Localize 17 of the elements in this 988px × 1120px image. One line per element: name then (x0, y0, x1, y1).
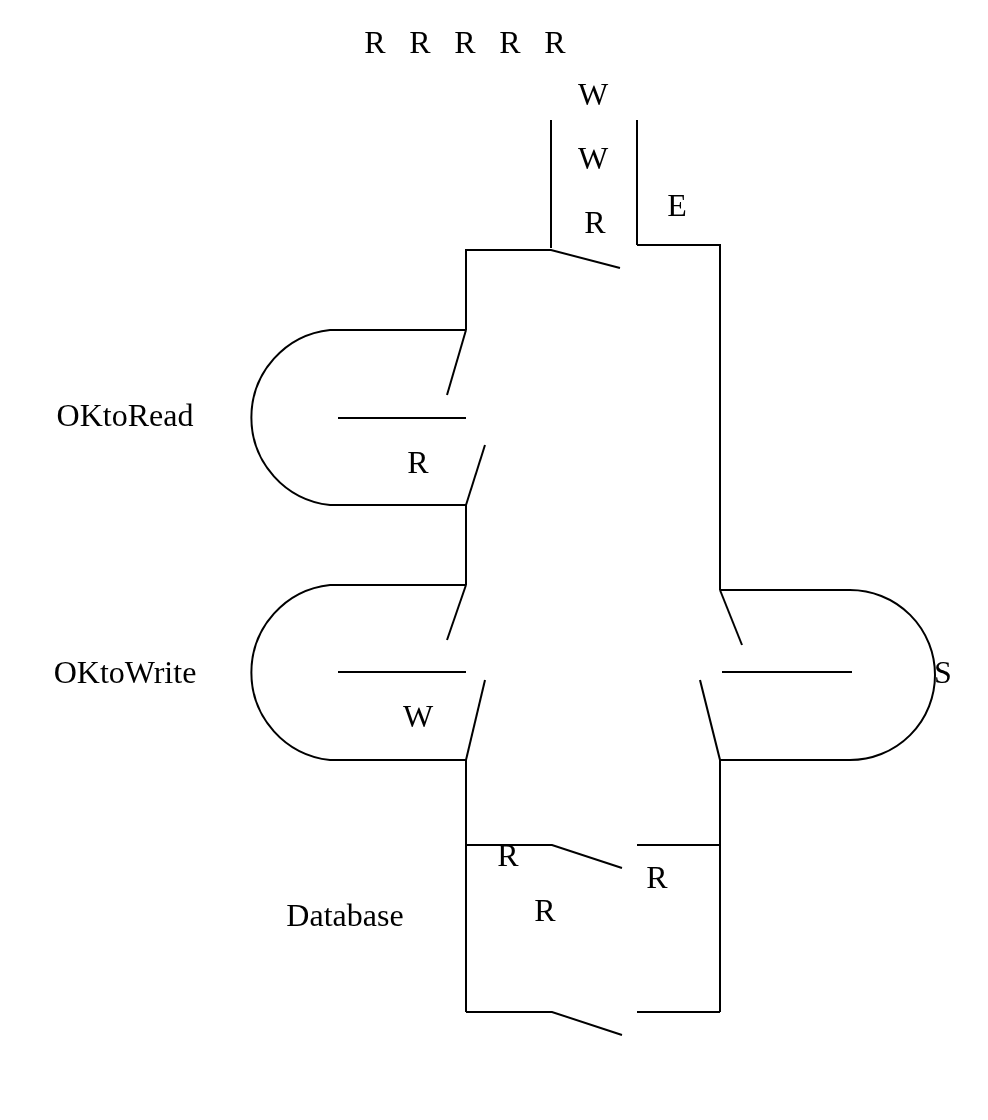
process-letter: R (454, 26, 476, 58)
process-letter: R (499, 26, 521, 58)
process-letter: R (364, 26, 386, 58)
process-letter: R (544, 26, 566, 58)
process-letter: W (577, 78, 609, 110)
queue-label: OKtoRead (56, 399, 194, 431)
process-letter: R (407, 446, 429, 478)
process-letter: R (409, 26, 431, 58)
process-letter: W (577, 142, 609, 174)
queue-label: S (934, 656, 952, 688)
process-letter: R (534, 894, 556, 926)
queue-label: E (667, 189, 687, 221)
region-label: Database (286, 899, 404, 931)
queue-label: OKtoWrite (53, 656, 197, 688)
process-letter: R (584, 206, 606, 238)
process-letter: R (646, 861, 668, 893)
process-letter: W (402, 700, 434, 732)
